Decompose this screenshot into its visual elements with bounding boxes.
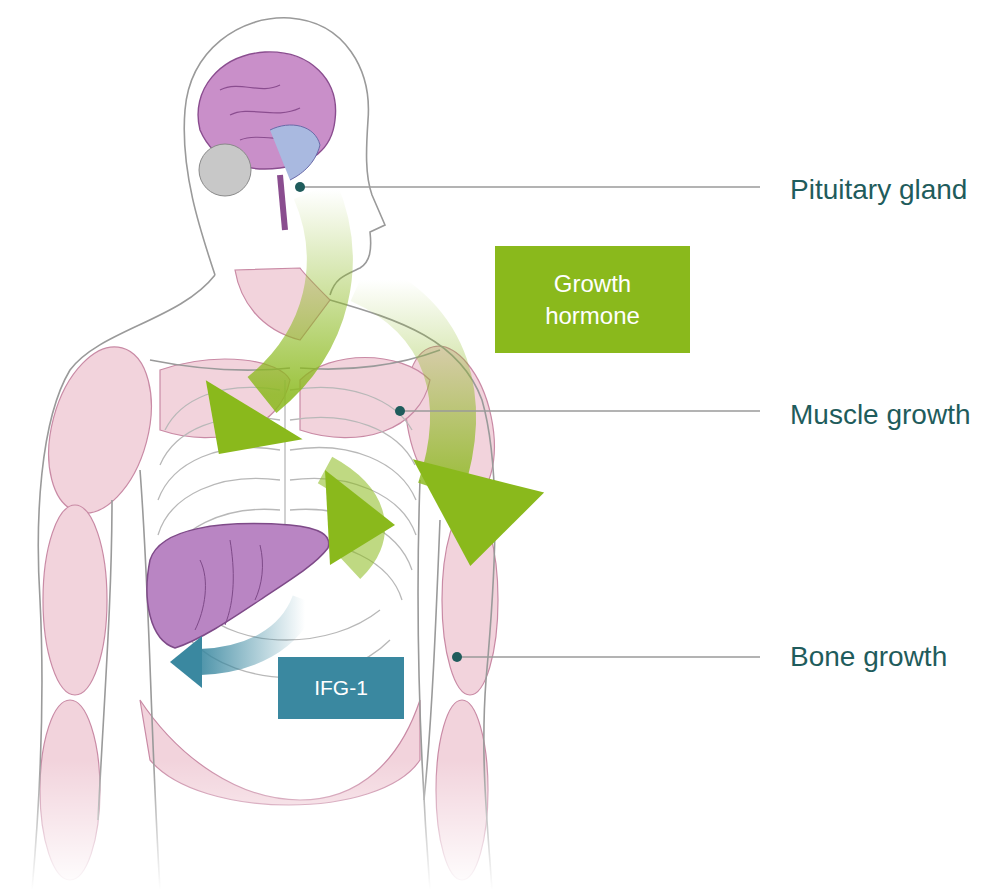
callout-label: Pituitary gland [790, 173, 967, 207]
rib [290, 417, 415, 465]
arrowhead [170, 636, 202, 688]
hormone-box: Growth hormone [495, 246, 690, 353]
leader-dots [295, 182, 462, 662]
body-outline [32, 18, 495, 890]
right-arm-inner [424, 520, 440, 800]
rib [158, 448, 280, 500]
arrowhead [396, 459, 545, 576]
leader-dot [452, 652, 462, 662]
leader-lines [300, 187, 760, 657]
leader-dot [295, 182, 305, 192]
callout-label: Bone growth [790, 640, 947, 674]
brainstem [280, 175, 285, 230]
leader-line [300, 186, 760, 188]
leader-line [457, 656, 760, 658]
head-outline [184, 18, 385, 295]
hormone-arrow [262, 190, 330, 395]
hormone-arrow [360, 280, 453, 490]
box-text: IFG-1 [314, 674, 368, 701]
cerebellum [199, 144, 251, 196]
igf-arrow [200, 600, 305, 662]
fade [0, 760, 1002, 890]
rib [290, 387, 412, 430]
leader-line [400, 410, 760, 412]
box-text: Growth hormone [513, 268, 672, 330]
callout-label: Muscle growth [790, 398, 971, 432]
leader-dot [395, 406, 405, 416]
liver-vessels [195, 540, 262, 630]
deltoid [32, 335, 169, 524]
midbrain [270, 125, 320, 180]
arrowhead [325, 470, 395, 565]
biceps [43, 505, 107, 695]
arrowhead [206, 365, 303, 454]
igf-box: IFG-1 [278, 657, 404, 719]
